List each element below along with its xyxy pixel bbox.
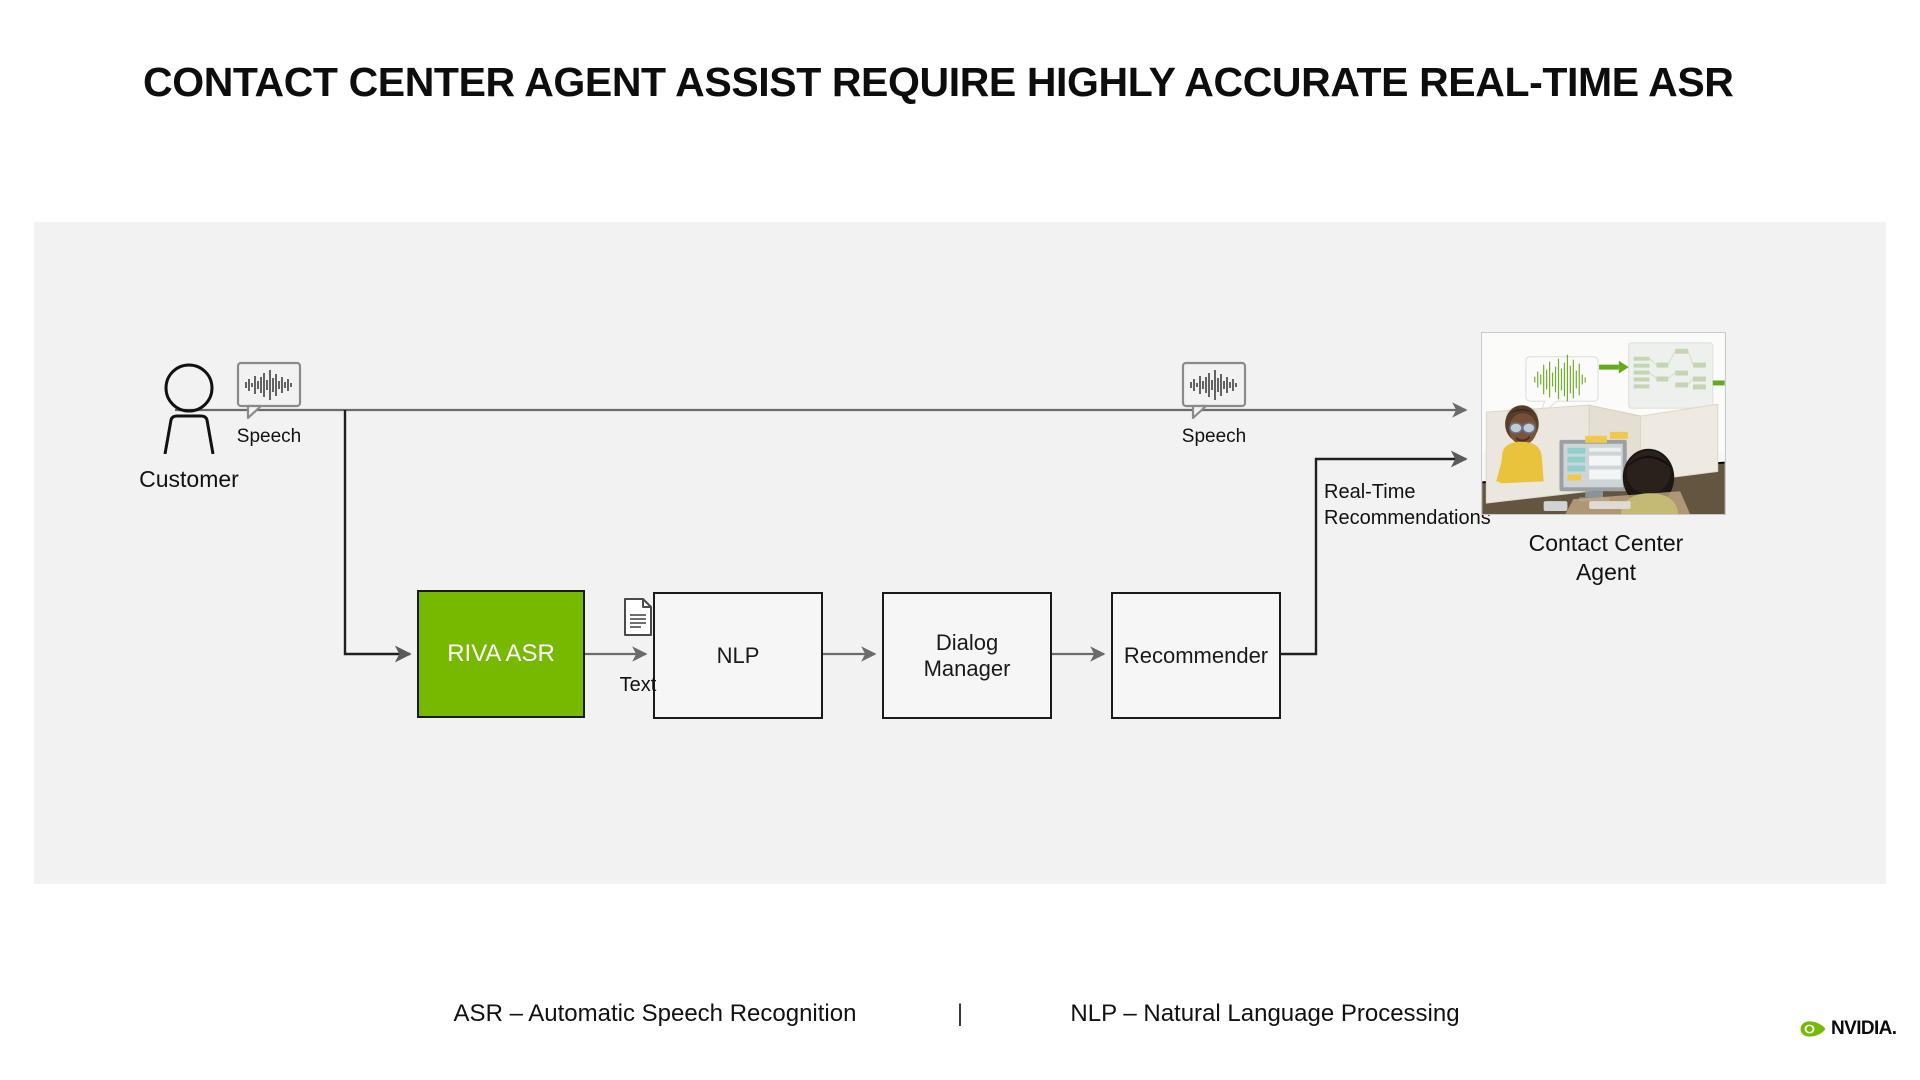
nvidia-wordmark: NVIDIA.: [1831, 1018, 1897, 1039]
pipeline-box-riva-asr[interactable]: RIVA ASR: [417, 590, 585, 718]
edge-label-text-group: Text: [600, 597, 676, 697]
person-icon: [163, 363, 215, 454]
pipeline-box-dialog-manager[interactable]: Dialog Manager: [882, 592, 1052, 719]
speech-node-right: Speech: [1144, 360, 1284, 448]
pipeline-box-label: Recommender: [1123, 642, 1269, 668]
contact-center-agent-image: [1481, 332, 1726, 515]
pipeline-box-label: NLP: [716, 642, 760, 668]
speech-waveform-icon: [1181, 361, 1247, 420]
nvidia-logo: NVIDIA.: [1800, 1018, 1897, 1040]
pipeline-box-label: RIVA ASR: [447, 639, 555, 667]
speech-waveform-icon: [236, 361, 302, 420]
agent-node: Contact Center Agent: [1481, 332, 1731, 587]
pipeline-box-nlp[interactable]: NLP: [653, 592, 823, 719]
pipeline-box-recommender[interactable]: Recommender: [1111, 592, 1281, 719]
speech-node-left: Speech: [199, 360, 339, 448]
customer-node: Customer: [74, 362, 304, 493]
agent-label: Contact Center Agent: [1528, 530, 1684, 585]
footer-separator: |: [956, 1000, 964, 1027]
pipeline-box-label: Dialog Manager: [923, 629, 1011, 681]
document-icon: [624, 598, 652, 636]
diagram-panel: Customer: [34, 222, 1886, 884]
footer-nlp-definition: NLP – Natural Language Processing: [1070, 1000, 1460, 1027]
customer-label: Customer: [139, 466, 239, 492]
footer: ASR – Automatic Speech Recognition | NLP…: [0, 1000, 1920, 1028]
edge-label-text: Text: [619, 674, 657, 696]
edge-label-real-time-recommendations: Real-Time Recommendations: [1324, 481, 1491, 529]
speech-label: Speech: [1181, 426, 1247, 447]
page-title: CONTACT CENTER AGENT ASSIST REQUIRE HIGH…: [143, 59, 1734, 105]
speech-label: Speech: [236, 426, 302, 447]
nvidia-eye-icon: [1800, 1021, 1826, 1037]
footer-asr-definition: ASR – Automatic Speech Recognition: [453, 1000, 857, 1027]
